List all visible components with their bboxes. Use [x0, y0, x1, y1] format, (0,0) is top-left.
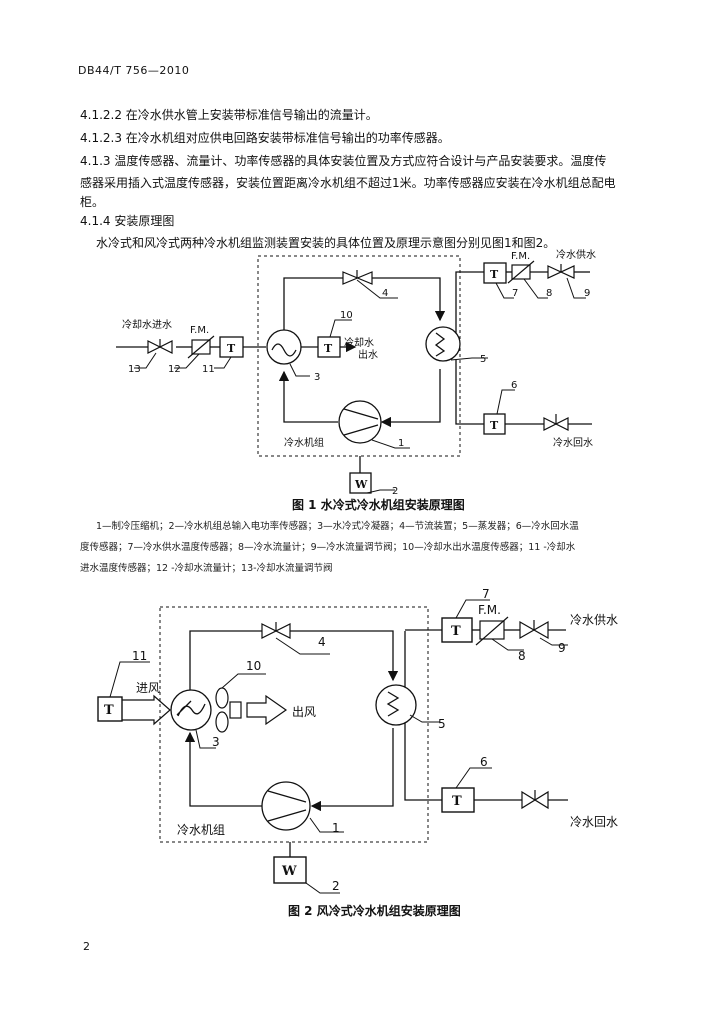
fig1-chw-flowmeter-icon	[507, 260, 535, 284]
fig1-condenser-icon	[266, 329, 302, 365]
fig1-return-valve-icon	[543, 414, 569, 431]
figure-1-legend-line3: 进水温度传感器；12 -冷却水流量计；13-冷却水流量调节阀	[80, 563, 333, 574]
page-number: 2	[83, 940, 90, 953]
fig1-num-4: 4	[382, 288, 388, 299]
fig1-num-12: 12	[168, 364, 181, 375]
fig1-num-13: 13	[128, 364, 141, 375]
fig1-sensor-t-6: T	[490, 419, 499, 432]
paragraph-intro: 水冷式和风冷式两种冷水机组监测装置安装的具体位置及原理示意图分别见图1和图2。	[96, 236, 556, 250]
figure-1-legend-line2: 度传感器；7—冷水供水温度传感器；8—冷水流量计；9—冷水流量调节阀；10—冷却…	[80, 542, 576, 553]
fig1-expansion-valve-icon	[342, 270, 373, 285]
fig1-chw-supply-label: 冷水供水	[556, 248, 596, 261]
fig1-num-7: 7	[512, 288, 518, 299]
fig1-power-w: W	[354, 478, 368, 491]
paragraph-4-1-2-2: 4.1.2.2 在冷水供水管上安装带标准信号输出的流量计。	[80, 108, 378, 122]
fig1-sensor-box-10	[317, 336, 341, 358]
fig1-num-8: 8	[546, 288, 552, 299]
fig1-num-3: 3	[314, 372, 320, 383]
fig1-sensor-box-7	[483, 262, 507, 284]
fig1-num-9: 9	[584, 288, 590, 299]
fig1-sensor-box-11	[219, 336, 244, 358]
fig1-num-5: 5	[480, 354, 486, 365]
figure-2-caption: 图 2 风冷式冷水机组安装原理图	[288, 904, 461, 918]
fig1-num-10: 10	[340, 310, 353, 321]
fig1-sensor-box-6	[483, 413, 506, 435]
fig1-chw-return-label: 冷水回水	[553, 436, 593, 449]
fig1-evaporator-icon	[425, 326, 461, 362]
figure-1-legend-line1: 1—制冷压缩机；2—冷水机组总输入电功率传感器；3—水冷式冷凝器；4—节流装置；…	[96, 521, 579, 532]
fig1-num-1: 1	[398, 438, 404, 449]
fig1-sensor-t-10: T	[324, 342, 333, 355]
fig1-num-2: 2	[392, 486, 398, 497]
paragraph-4-1-3-line1: 4.1.3 温度传感器、流量计、功率传感器的具体安装位置及方式应符合设计与产品安…	[80, 154, 607, 168]
fig1-sensor-t-7: T	[490, 268, 499, 281]
fig1-cooling-in-label: 冷却水进水	[122, 318, 172, 331]
fig1-compressor-icon	[338, 400, 382, 444]
fig1-cooling-out-label-1: 冷却水	[344, 336, 374, 349]
fig1-sensor-t-11: T	[227, 342, 236, 355]
paragraph-4-1-3-line3: 柜。	[80, 195, 105, 209]
fig1-chw-valve-icon	[547, 264, 575, 279]
fig1-cooling-fm-label: F.M.	[190, 325, 209, 336]
fig1-num-11: 11	[202, 364, 215, 375]
fig1-cooling-flowmeter-icon	[187, 335, 215, 359]
fig1-unit-boundary	[257, 255, 461, 457]
fig1-chw-fm-label: F.M.	[511, 251, 530, 262]
fig1-cooling-valve-icon	[147, 339, 173, 354]
paragraph-4-1-2-3: 4.1.2.3 在冷水机组对应供电回路安装带标准信号输出的功率传感器。	[80, 131, 450, 145]
fig1-num-6: 6	[511, 380, 517, 391]
document-header: DB44/T 756—2010	[78, 64, 190, 77]
fig1-unit-label: 冷水机组	[284, 436, 324, 449]
section-heading-4-1-4: 4.1.4 安装原理图	[80, 214, 175, 228]
fig1-cooling-out-label-2: 出水	[358, 348, 378, 361]
paragraph-4-1-3-line2: 感器采用插入式温度传感器，安装位置距离冷水机组不超过1米。功率传感器应安装在冷水…	[80, 176, 616, 190]
figure-1-caption: 图 1 水冷式冷水机组安装原理图	[292, 498, 465, 512]
